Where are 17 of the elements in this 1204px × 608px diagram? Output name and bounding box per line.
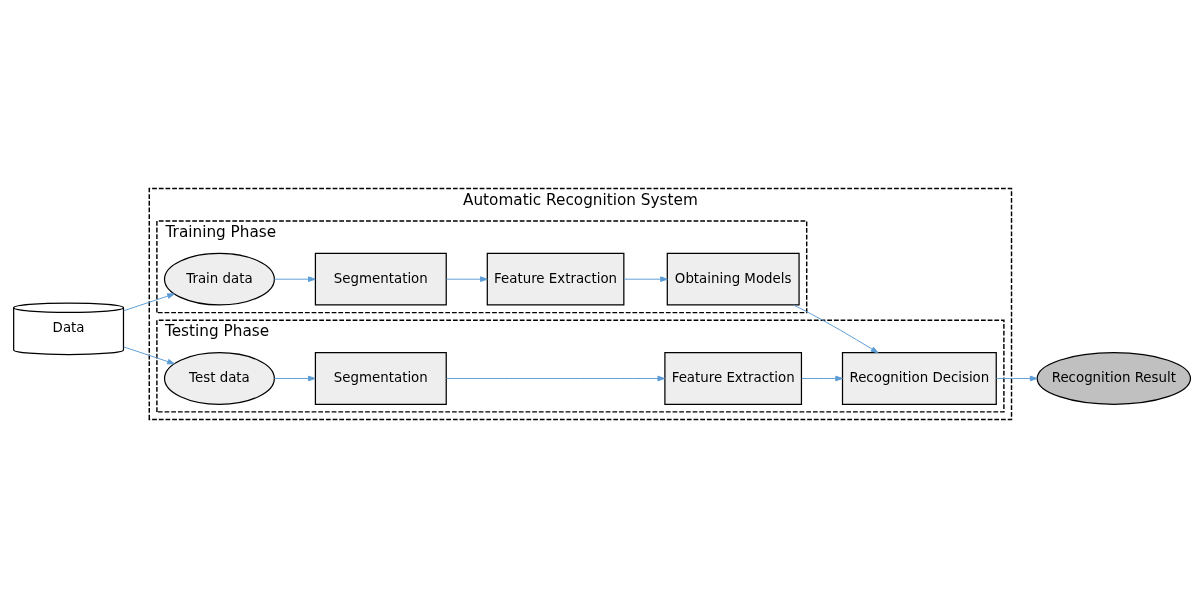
node-box: Obtaining Models <box>666 252 800 306</box>
node-ellipse: Recognition Result <box>1036 352 1192 405</box>
arrow <box>273 375 316 382</box>
arrow <box>445 276 488 282</box>
node-box: Recognition Decision <box>841 352 997 405</box>
arrow <box>123 346 175 365</box>
arrow <box>446 375 666 382</box>
arrow <box>273 276 316 282</box>
node-box: Feature Extraction <box>486 252 625 306</box>
arrow <box>801 375 843 382</box>
arrow <box>792 304 879 354</box>
arrow <box>995 375 1038 382</box>
node-box: Segmentation <box>314 352 447 405</box>
node-box: Segmentation <box>314 252 447 306</box>
arrow <box>623 276 668 282</box>
arrow <box>123 293 175 312</box>
node-box: Feature Extraction <box>664 352 803 405</box>
